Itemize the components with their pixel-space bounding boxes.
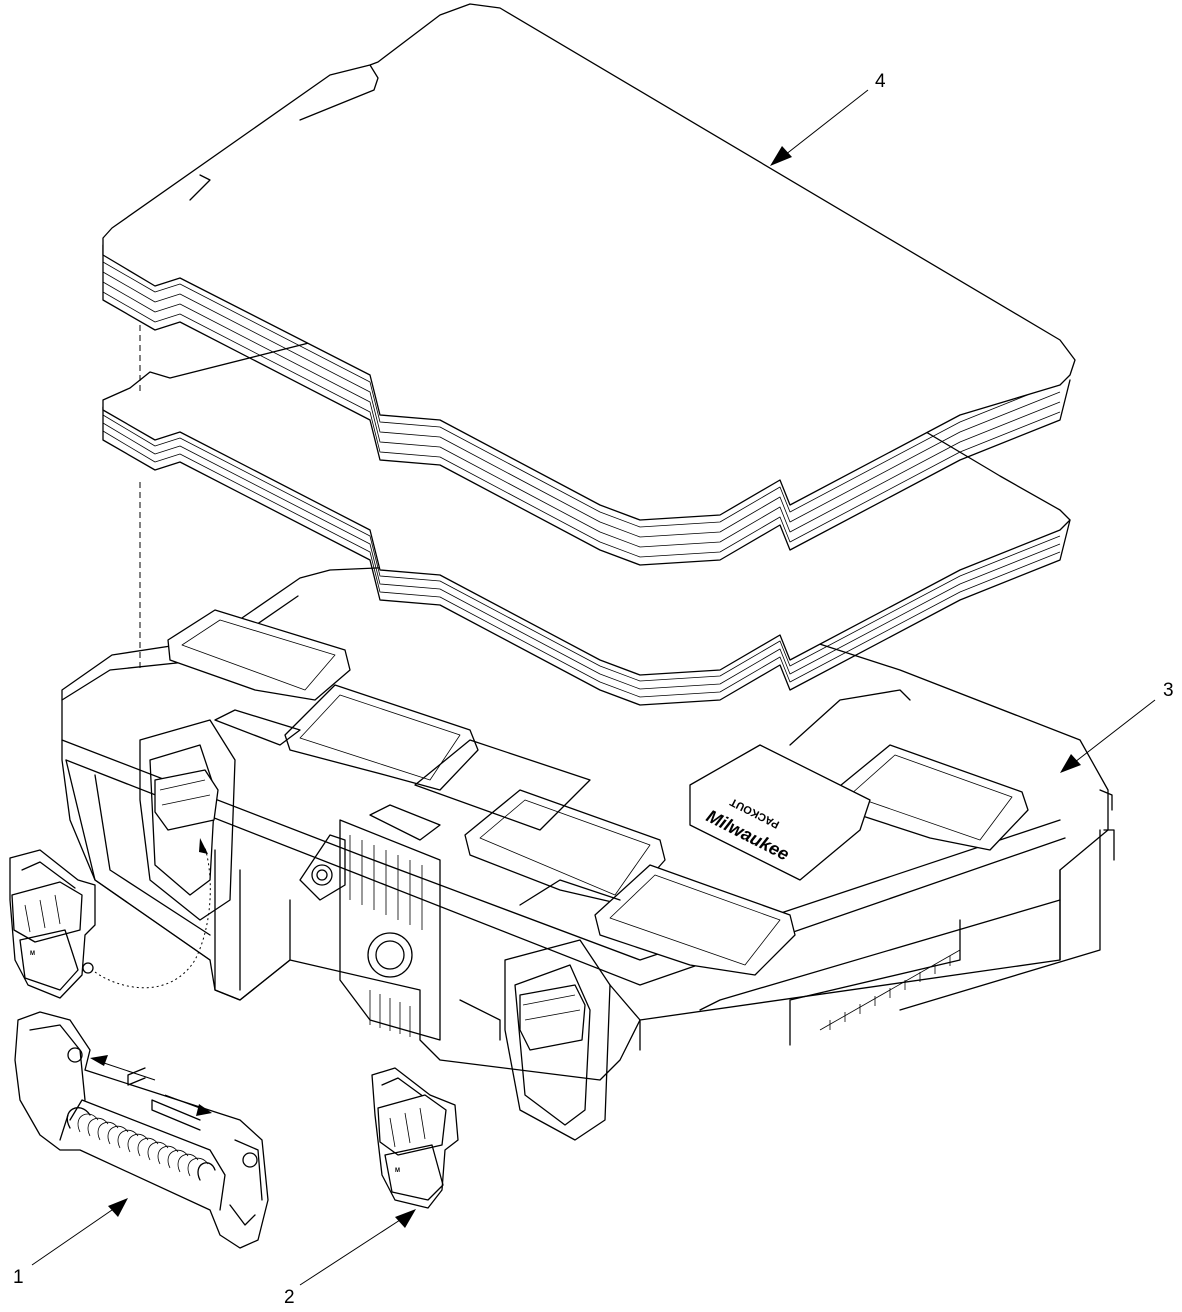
latch-install-path bbox=[94, 847, 211, 989]
vent-ribs bbox=[819, 949, 961, 1031]
mounted-latch-left bbox=[154, 769, 219, 831]
latch-exploded-upper: M bbox=[9, 849, 96, 999]
callout-latch: 2 bbox=[284, 1287, 295, 1308]
pin-right bbox=[151, 1099, 201, 1131]
mounted-latch-right bbox=[519, 984, 586, 1051]
pivot-right bbox=[242, 1152, 258, 1168]
mount-hole bbox=[367, 932, 413, 978]
callout-insert: 4 bbox=[875, 71, 886, 92]
latch-part: M bbox=[371, 1067, 459, 1209]
handle-assembly bbox=[14, 1011, 269, 1249]
leader-lines bbox=[31, 89, 1156, 1286]
svg-text:M: M bbox=[30, 951, 35, 957]
organizer-case: Milwaukee PACKOUT bbox=[61, 559, 1115, 1141]
callout-handle: 1 bbox=[13, 1267, 24, 1288]
pivot-left bbox=[67, 1047, 83, 1063]
callout-case: 3 bbox=[1163, 680, 1174, 701]
case-compartments bbox=[167, 609, 1029, 976]
hinge-pin bbox=[311, 864, 333, 886]
handle-grip bbox=[66, 1107, 216, 1181]
pin-left bbox=[127, 1067, 146, 1086]
mount-ribs bbox=[349, 835, 423, 1040]
foam-insert-upper bbox=[102, 3, 1076, 566]
svg-text:M: M bbox=[395, 1168, 400, 1174]
